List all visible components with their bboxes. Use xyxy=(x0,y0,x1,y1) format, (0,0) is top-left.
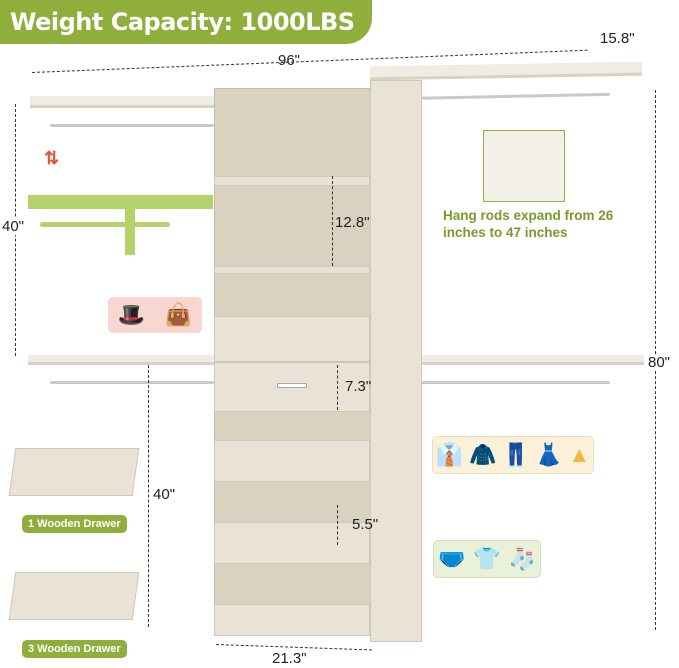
adjust-arrows-icon: ⇅ xyxy=(44,148,60,168)
accessories-icon-box: 🎩👜 xyxy=(108,297,202,333)
shirt-icon: 👔 xyxy=(435,442,464,467)
basket-drawer xyxy=(214,440,370,482)
baby-clothes-icon-box: 🩲 👕 🧦 xyxy=(433,540,541,578)
drawer-height-line xyxy=(337,365,338,410)
hang-rod-note: Hang rods expand from 26 inches to 47 in… xyxy=(443,208,614,240)
drawer-1-label: 1 Wooden Drawer xyxy=(22,515,127,533)
bracket-highlight-illustration xyxy=(125,209,135,255)
sock-icon: 🧦 xyxy=(508,546,537,571)
lower-height-dimension: 40" xyxy=(153,486,176,503)
jacket-icon: 🧥 xyxy=(468,442,497,467)
upper-left-hang-rod xyxy=(50,124,214,127)
hat-icon: 🎩 xyxy=(117,302,146,327)
tower-side-panel xyxy=(370,80,422,642)
drawer-3-label: 3 Wooden Drawer xyxy=(22,640,127,658)
dress-icon: 👗 xyxy=(535,442,563,467)
weight-capacity-banner: Weight Capacity: 1000LBS xyxy=(0,0,372,44)
basket-drawer xyxy=(214,522,370,564)
drawer-handle xyxy=(277,383,307,388)
total-height-dimension: 80" xyxy=(648,354,671,371)
drawer-height-dimension: 7.3" xyxy=(345,378,372,395)
basket-drawer-illustration xyxy=(8,572,140,620)
lower-right-hang-rod xyxy=(420,381,610,384)
handbag-icon: 👜 xyxy=(164,302,193,327)
basket-gap-dimension: 5.5" xyxy=(352,516,379,533)
top-drawer xyxy=(214,362,370,412)
hang-rod-detail-inset xyxy=(483,130,565,202)
shelf-gap-line xyxy=(332,176,333,266)
lower-left-hang-rod xyxy=(50,381,214,384)
shelf-highlight-illustration xyxy=(28,195,213,209)
tower-shelf xyxy=(214,316,370,362)
mid-right-shelf xyxy=(370,355,644,365)
top-left-shelf xyxy=(30,96,216,108)
pants-icon: 👖 xyxy=(502,442,530,467)
basket-drawer xyxy=(214,604,370,636)
shelf-gap-dimension: 12.8" xyxy=(335,214,370,231)
basket-gap-line xyxy=(337,505,338,545)
mid-left-shelf xyxy=(28,355,216,365)
clothes-icon-box: 👔🧥👖👗▲ xyxy=(432,436,594,474)
top-right-shelf xyxy=(370,61,642,81)
width-dimension: 96" xyxy=(278,52,301,69)
onesie-icon: 👕 xyxy=(473,546,501,571)
tower-width-dimension: 21.3" xyxy=(272,650,307,667)
tower-shelf xyxy=(214,176,370,186)
rod-highlight-illustration xyxy=(40,222,170,227)
lower-height-line xyxy=(148,365,149,627)
upper-right-hang-rod xyxy=(399,92,611,101)
skirt-icon: ▲ xyxy=(568,442,591,467)
underwear-icon: 🩲 xyxy=(437,546,466,571)
upper-height-dimension: 40" xyxy=(2,218,25,235)
wooden-drawer-illustration xyxy=(8,448,140,496)
depth-dimension: 15.8" xyxy=(600,30,635,47)
tower-shelf xyxy=(214,266,370,274)
